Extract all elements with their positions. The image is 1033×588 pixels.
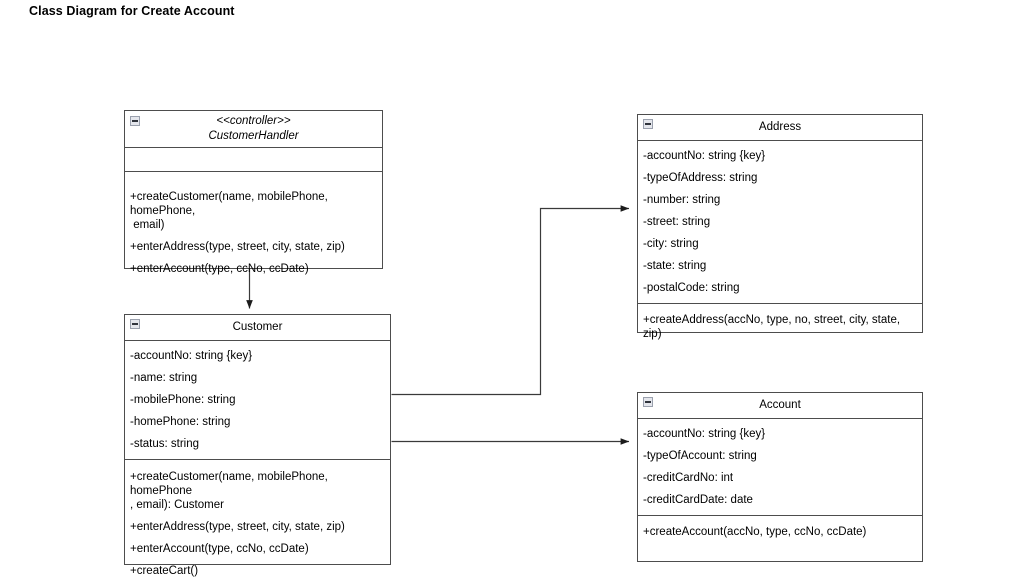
class-attribute[interactable]: -accountNo: string {key} (643, 150, 766, 162)
class-attribute[interactable]: -status: string (130, 438, 200, 450)
attributes-compartment-customer: -accountNo: string {key} -name: string -… (125, 340, 390, 459)
methods-compartment-address: +createAddress(accNo, type, no, street, … (638, 303, 922, 351)
class-header-account: Account (638, 393, 922, 418)
minus-square-icon[interactable] (643, 397, 653, 407)
class-method[interactable]: +createAccount(accNo, type, ccNo, ccDate… (643, 526, 867, 538)
class-attribute[interactable]: -postalCode: string (643, 282, 740, 294)
class-attribute[interactable]: -accountNo: string {key} (130, 350, 253, 362)
methods-compartment-customer: +createCustomer(name, mobilePhone, homeP… (125, 459, 390, 588)
class-attribute[interactable]: -creditCardDate: date (643, 494, 753, 506)
class-box-account[interactable]: Account -accountNo: string {key} -typeOf… (637, 392, 923, 562)
class-method[interactable]: +createAddress(accNo, type, no, street, … (643, 314, 904, 340)
minus-square-icon[interactable] (643, 119, 653, 129)
class-attribute[interactable]: -homePhone: string (130, 416, 231, 428)
class-attribute[interactable]: -accountNo: string {key} (643, 428, 766, 440)
class-box-customer-handler[interactable]: <<controller>> CustomerHandler +createCu… (124, 110, 383, 275)
class-header-customer: Customer (125, 315, 390, 340)
class-attribute[interactable]: -city: string (643, 238, 699, 250)
attributes-compartment-account: -accountNo: string {key} -typeOfAccount:… (638, 418, 922, 515)
methods-compartment-customer-handler: +createCustomer(name, mobilePhone, homeP… (125, 171, 382, 286)
connector-customer-to-address (391, 205, 630, 396)
class-attribute[interactable]: -street: string (643, 216, 711, 228)
class-attribute[interactable]: -state: string (643, 260, 707, 272)
class-attribute[interactable]: -creditCardNo: int (643, 472, 734, 484)
minus-square-icon[interactable] (130, 116, 140, 126)
class-box-address[interactable]: Address -accountNo: string {key} -typeOf… (637, 114, 923, 340)
class-attribute[interactable]: -typeOfAccount: string (643, 450, 757, 462)
methods-compartment-account: +createAccount(accNo, type, ccNo, ccDate… (638, 515, 922, 549)
minus-square-icon[interactable] (130, 319, 140, 329)
class-attribute[interactable]: -name: string (130, 372, 198, 384)
class-method[interactable]: +enterAccount(type, ccNo, ccDate) (130, 263, 309, 275)
class-attribute[interactable]: -mobilePhone: string (130, 394, 236, 406)
class-name: CustomerHandler (208, 129, 299, 142)
class-method[interactable]: +enterAccount(type, ccNo, ccDate) (130, 543, 309, 555)
class-method[interactable]: +enterAddress(type, street, city, state,… (130, 521, 345, 533)
class-attribute[interactable]: -number: string (643, 194, 721, 206)
class-method[interactable]: +createCustomer(name, mobilePhone, homeP… (130, 191, 328, 231)
attributes-compartment-customer-handler (125, 147, 382, 171)
class-box-customer[interactable]: Customer -accountNo: string {key} -name:… (124, 314, 391, 577)
class-method[interactable]: +createCart() (130, 565, 199, 577)
class-name: Customer (232, 321, 283, 333)
class-header-customer-handler: <<controller>> CustomerHandler (125, 111, 382, 147)
class-name: Address (758, 121, 802, 133)
attributes-compartment-address: -accountNo: string {key} -typeOfAddress:… (638, 140, 922, 303)
class-method[interactable]: +createCustomer(name, mobilePhone, homeP… (130, 471, 328, 511)
class-method[interactable]: +enterAddress(type, street, city, state,… (130, 241, 345, 253)
page-title: Class Diagram for Create Account (29, 4, 235, 18)
class-header-address: Address (638, 115, 922, 140)
class-stereotype: <<controller>> (216, 114, 291, 127)
class-name: Account (759, 399, 801, 411)
class-attribute[interactable]: -typeOfAddress: string (643, 172, 758, 184)
